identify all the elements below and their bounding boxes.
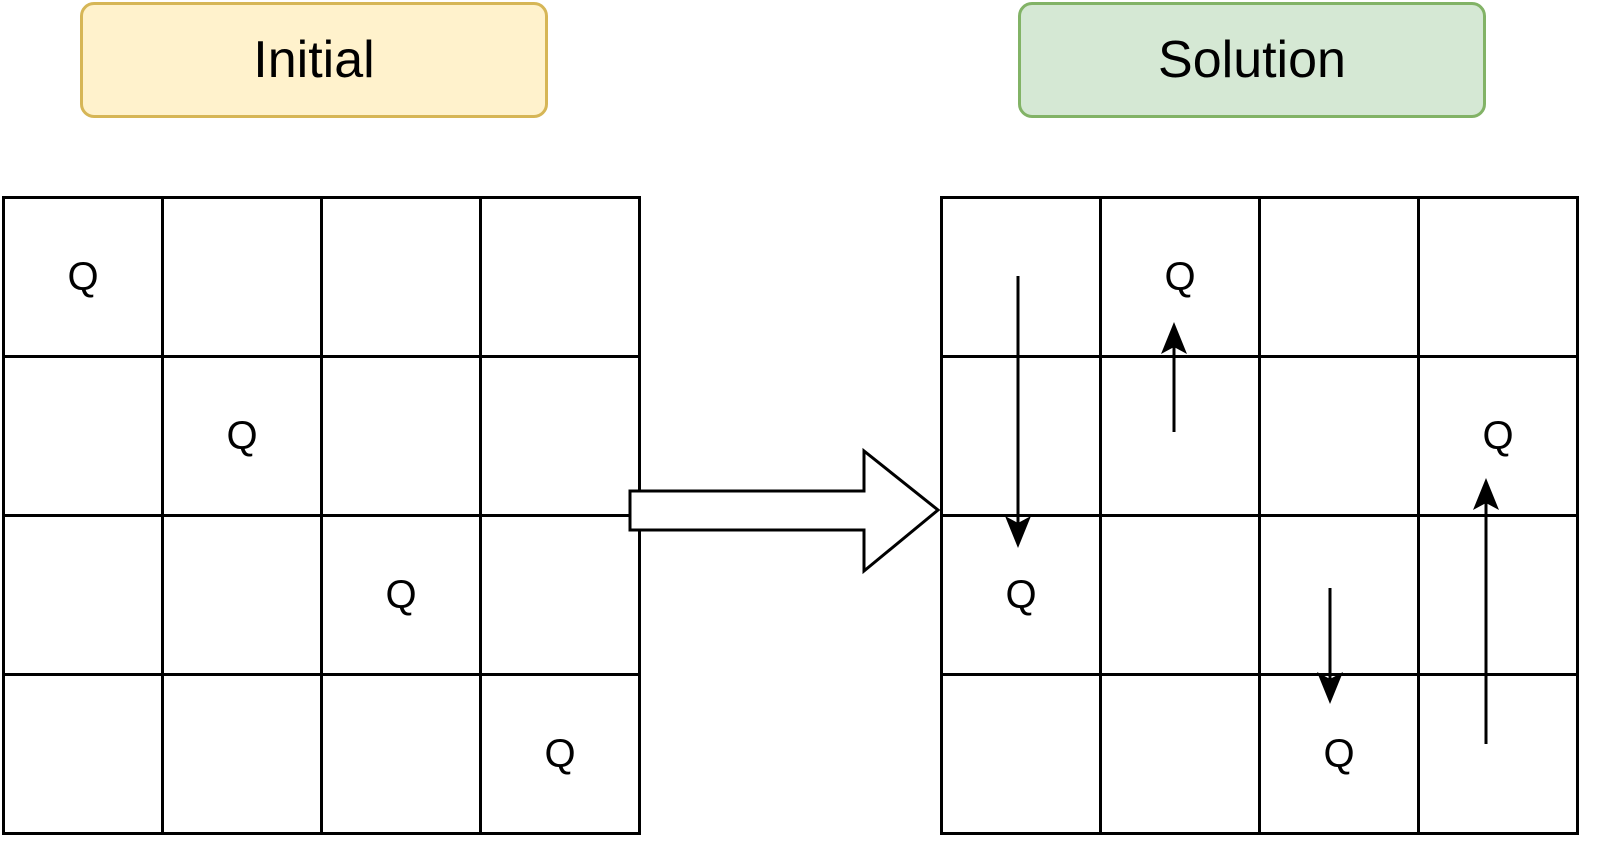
board-cell: Q xyxy=(1099,196,1261,358)
board-cell xyxy=(1099,514,1261,676)
board-cell xyxy=(1258,514,1420,676)
board-cell xyxy=(479,514,641,676)
board-cell: Q xyxy=(1258,673,1420,835)
board-cell xyxy=(479,355,641,517)
board-cell: Q xyxy=(2,196,164,358)
board-cell xyxy=(940,196,1102,358)
board-cell xyxy=(479,196,641,358)
solution-label: Solution xyxy=(1018,2,1486,118)
board-cell xyxy=(1258,355,1420,517)
board-cell xyxy=(320,196,482,358)
board-cell: Q xyxy=(479,673,641,835)
board-cell xyxy=(320,673,482,835)
board-cell xyxy=(161,673,323,835)
board-cell xyxy=(161,196,323,358)
board-cell xyxy=(940,355,1102,517)
board-cell: Q xyxy=(1417,355,1579,517)
initial-board: Q Q Q Q xyxy=(2,196,641,835)
board-cell: Q xyxy=(940,514,1102,676)
board-cell xyxy=(2,355,164,517)
initial-label: Initial xyxy=(80,2,548,118)
board-cell xyxy=(2,673,164,835)
board-cell xyxy=(1099,673,1261,835)
board-cell xyxy=(320,355,482,517)
board-cell xyxy=(1258,196,1420,358)
board-cell xyxy=(2,514,164,676)
transition-arrow xyxy=(628,447,941,575)
board-cell xyxy=(1417,514,1579,676)
board-cell: Q xyxy=(161,355,323,517)
board-cell: Q xyxy=(320,514,482,676)
board-cell xyxy=(940,673,1102,835)
board-cell xyxy=(1099,355,1261,517)
board-cell xyxy=(161,514,323,676)
board-cell xyxy=(1417,673,1579,835)
solution-board: Q Q Q Q xyxy=(940,196,1579,835)
board-cell xyxy=(1417,196,1579,358)
